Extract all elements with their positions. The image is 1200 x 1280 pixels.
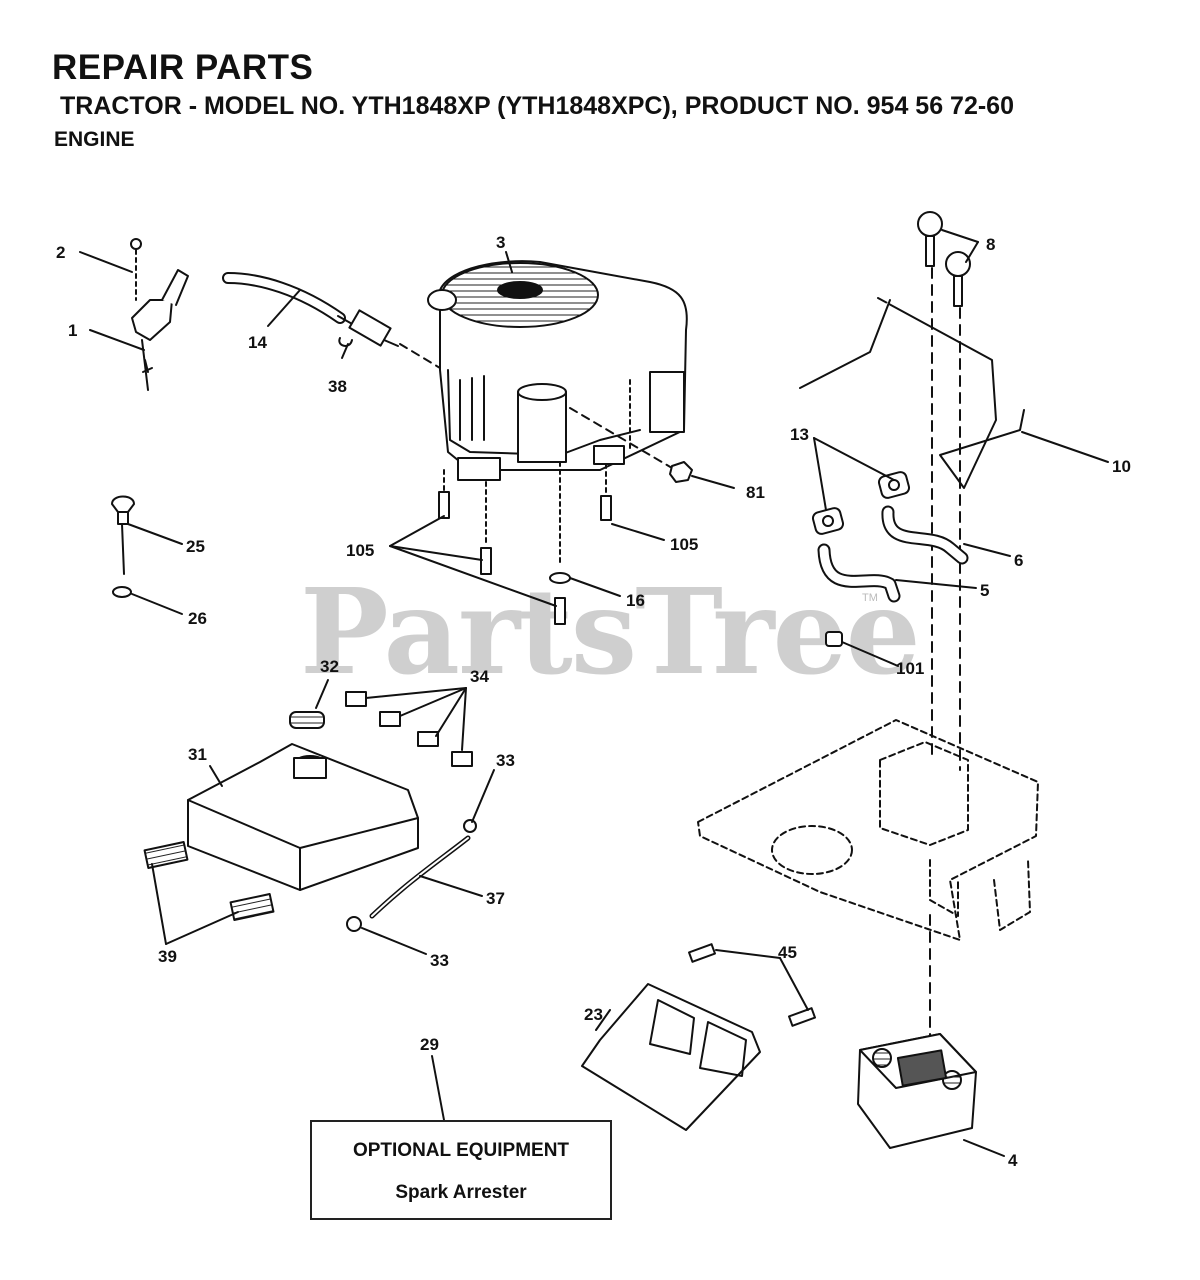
spark-arrester-shield-part — [581, 943, 816, 1131]
trademark-mark: TM — [862, 592, 878, 604]
callout-32: 32 — [320, 657, 339, 676]
fuel-tank-part — [143, 691, 473, 921]
callout-6: 6 — [1014, 551, 1023, 570]
muffler-part — [857, 914, 977, 1149]
callout-26: 26 — [188, 609, 207, 628]
callout-23: 23 — [584, 1005, 603, 1024]
page-title: REPAIR PARTS — [52, 48, 314, 87]
callout-numbers: 2 1 3 14 38 8 10 13 6 5 81 105 105 16 10… — [56, 233, 1131, 1170]
optional-equipment-item: Spark Arrester — [395, 1182, 527, 1203]
callout-45: 45 — [778, 943, 797, 962]
throttle-bracket-part — [130, 238, 189, 391]
callout-3: 3 — [496, 233, 505, 252]
fuel-hose-part — [222, 272, 441, 369]
callout-1: 1 — [68, 321, 77, 340]
optional-equipment-box: OPTIONAL EQUIPMENT Spark Arrester — [310, 1120, 612, 1220]
callout-10: 10 — [1112, 457, 1131, 476]
callout-38: 38 — [328, 377, 347, 396]
heat-shield-part — [799, 211, 1025, 771]
callout-31: 31 — [188, 745, 207, 764]
engine-part — [427, 260, 688, 481]
callout-33-bottom: 33 — [430, 951, 449, 970]
callout-4: 4 — [1008, 1151, 1018, 1170]
callout-34: 34 — [470, 667, 489, 686]
section-title: ENGINE — [54, 128, 135, 151]
callout-8: 8 — [986, 235, 995, 254]
exhaust-pipes-part — [811, 471, 969, 647]
callout-105-left: 105 — [346, 541, 374, 560]
leader-lines — [79, 229, 1109, 1157]
callout-81: 81 — [746, 483, 765, 502]
callout-33-top: 33 — [496, 751, 515, 770]
callout-29: 29 — [420, 1035, 439, 1054]
callout-2: 2 — [56, 243, 65, 262]
callout-16: 16 — [626, 591, 645, 610]
callout-105-right: 105 — [670, 535, 698, 554]
callout-14: 14 — [248, 333, 267, 352]
callout-101: 101 — [896, 659, 924, 678]
watermark: PartsTree — [300, 562, 921, 701]
callout-37: 37 — [486, 889, 505, 908]
optional-equipment-title: OPTIONAL EQUIPMENT — [352, 1140, 570, 1161]
fuel-line-part — [346, 819, 477, 932]
callout-13: 13 — [790, 425, 809, 444]
page-subtitle: TRACTOR - MODEL NO. YTH1848XP (YTH1848XP… — [60, 92, 1014, 120]
callout-25: 25 — [186, 537, 205, 556]
callout-39: 39 — [158, 947, 177, 966]
dipstick-part — [111, 495, 135, 598]
callout-5: 5 — [980, 581, 989, 600]
tractor-frame-outline — [697, 719, 1039, 941]
